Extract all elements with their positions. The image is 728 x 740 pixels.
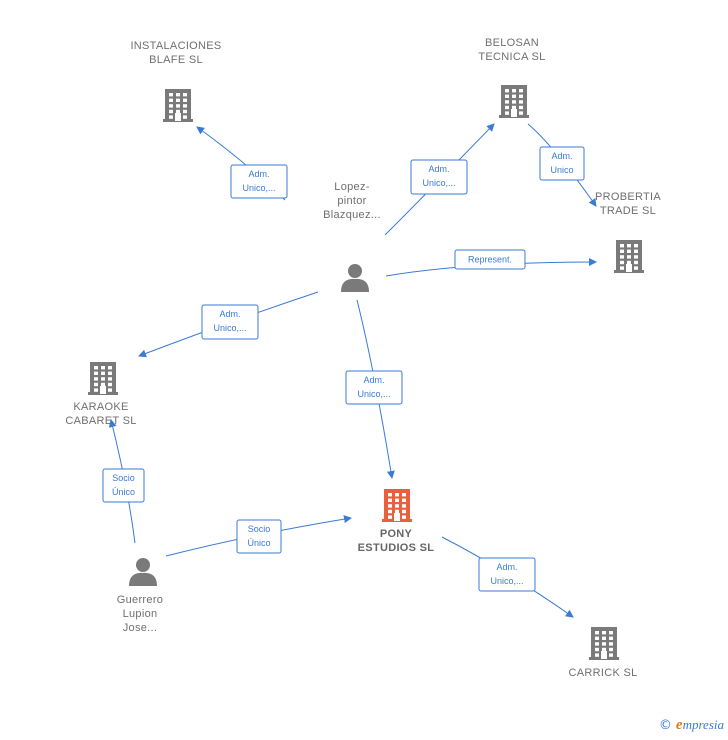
building-icon — [88, 362, 118, 395]
relation-text: Adm. — [248, 169, 269, 179]
relation-text: Adm. — [219, 309, 240, 319]
node-label: TRADE SL — [600, 205, 656, 217]
empresia-logo: ©empresia — [659, 717, 724, 734]
brand-initial: e — [675, 717, 683, 733]
relation-text: Adm. — [363, 375, 384, 385]
relation-text: Unico — [550, 165, 573, 175]
relation-label[interactable]: Adm. Unico,... — [345, 370, 403, 405]
node-label: Jose... — [123, 622, 158, 634]
relation-text: Unico,... — [213, 323, 246, 333]
building-icon — [382, 489, 412, 522]
building-icon — [163, 89, 193, 122]
relation-label[interactable]: Adm. Unico — [539, 146, 585, 181]
edge-belosan-probertia: Adm. Unico — [527, 123, 597, 207]
relation-box — [410, 159, 468, 195]
node-karaoke[interactable]: KARAOKE CABARET SL — [65, 362, 136, 427]
relation-text: Unico,... — [242, 183, 275, 193]
node-label: pintor — [337, 195, 366, 207]
relation-text: Unico,... — [357, 389, 390, 399]
node-label: CABARET SL — [65, 415, 136, 427]
edge-lopez-instalaciones: Adm. Unico,... — [196, 126, 288, 201]
node-label: Lupion — [123, 608, 158, 620]
relation-box — [478, 557, 536, 592]
relation-text: Represent. — [468, 255, 512, 265]
node-lopez[interactable]: Lopez-pintorBlazquez... — [323, 181, 381, 292]
node-label: Guerrero — [117, 594, 163, 606]
node-pony[interactable]: PONY ESTUDIOS SL — [358, 489, 435, 554]
relation-text: Socio — [248, 524, 271, 534]
relation-box — [539, 146, 585, 181]
edges: Adm. Unico,... Adm. Unico,... Adm. UnicoRepre… — [102, 123, 597, 618]
node-label: ESTUDIOS SL — [358, 542, 435, 554]
node-label: PONY — [380, 528, 413, 540]
edge-lopez-karaoke: Adm. Unico,... — [138, 291, 319, 358]
relation-label[interactable]: Adm. Unico,... — [230, 164, 288, 199]
relation-text: Único — [112, 487, 135, 497]
node-guerrero[interactable]: GuerreroLupionJose... — [117, 558, 163, 634]
relation-label[interactable]: Adm. Unico,... — [201, 304, 259, 340]
relation-text: Único — [247, 538, 270, 548]
relation-box — [102, 468, 145, 503]
node-label: KARAOKE — [73, 401, 128, 413]
relation-label[interactable]: Adm. Unico,... — [478, 557, 536, 592]
building-icon — [589, 627, 619, 660]
building-icon — [614, 240, 644, 273]
relation-box — [454, 249, 526, 270]
relation-label[interactable]: Represent. — [454, 249, 526, 270]
node-label: BLAFE SL — [149, 54, 203, 66]
relation-text: Socio — [112, 473, 135, 483]
node-belosan[interactable]: BELOSAN TECNICA SL — [478, 37, 545, 118]
relation-box — [236, 519, 282, 554]
edge-lopez-probertia: Represent. — [385, 249, 597, 277]
building-icon — [499, 85, 529, 118]
relation-text: Adm. — [496, 562, 517, 572]
node-label: Blazquez... — [323, 209, 381, 221]
person-icon — [129, 558, 157, 586]
relation-box — [345, 370, 403, 405]
relation-text: Adm. — [551, 151, 572, 161]
node-label: TECNICA SL — [478, 51, 545, 63]
node-probertia[interactable]: PROBERTIA TRADE SL — [595, 191, 661, 273]
relation-text: Adm. — [428, 164, 449, 174]
node-label: Lopez- — [334, 181, 369, 193]
node-label: BELOSAN — [485, 37, 539, 49]
relation-text: Unico,... — [490, 576, 523, 586]
node-carrick[interactable]: CARRICK SL — [568, 627, 637, 679]
edge-pony-carrick: Adm. Unico,... — [441, 536, 574, 618]
person-icon — [341, 264, 369, 292]
relation-box — [230, 164, 288, 199]
copyright-icon: © — [658, 718, 672, 733]
edge-lopez-pony: Adm. Unico,... — [345, 299, 403, 479]
node-instalaciones[interactable]: INSTALACIONES BLAFE SL — [130, 40, 221, 122]
relation-label[interactable]: Adm. Unico,... — [410, 159, 468, 195]
relation-text: Unico,... — [422, 178, 455, 188]
node-label: PROBERTIA — [595, 191, 661, 203]
nodes: INSTALACIONES BLAFE SL BELOSAN TECNICA SL PR… — [65, 37, 661, 679]
node-label: INSTALACIONES — [130, 40, 221, 52]
node-label: CARRICK SL — [568, 667, 637, 679]
relation-box — [201, 304, 259, 340]
edge-lopez-belosan: Adm. Unico,... — [384, 123, 495, 236]
brand-name: mpresia — [682, 717, 724, 732]
